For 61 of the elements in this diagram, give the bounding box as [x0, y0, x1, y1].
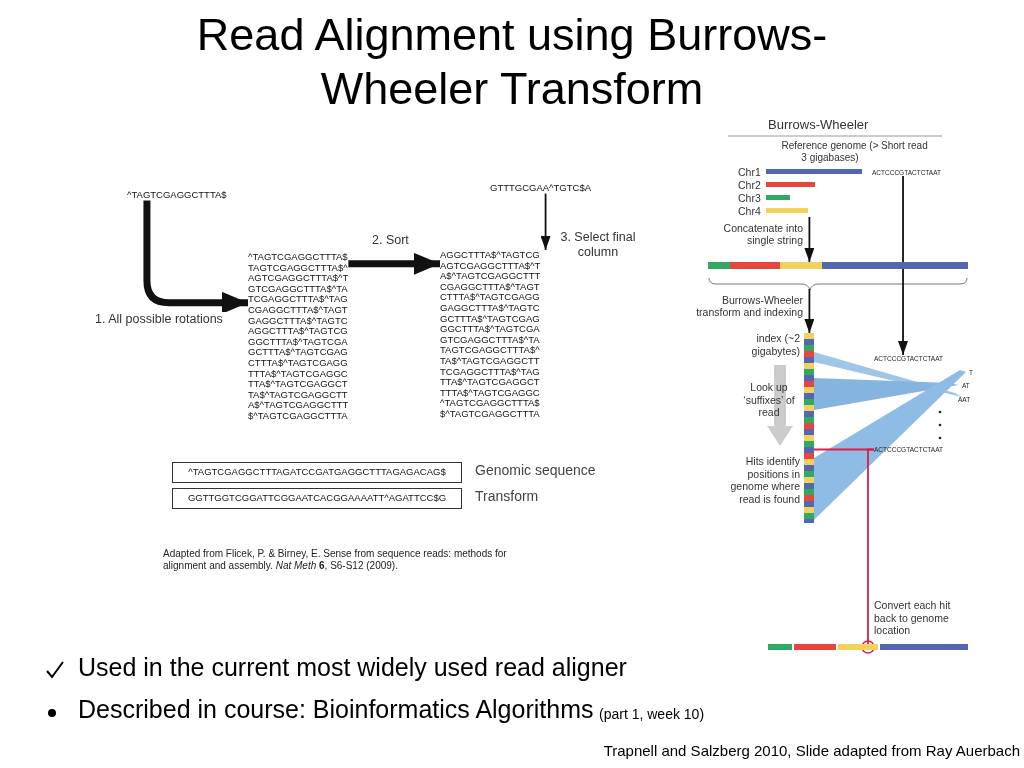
sequence-text: ^TAGTCGAGGCTTTA$ [127, 190, 227, 201]
sequence-text: A$^TAGTCGAGGCTTT [248, 400, 349, 411]
sequence-text: GGCTTTA$^TAGTCGA [248, 336, 349, 348]
sequence-text: TTA$^TAGTCGAGGCT [248, 379, 349, 390]
sequence-text: TTTA$^TAGTCGAGGC [248, 368, 349, 380]
sequence-box: GGTTGGTCGGATTCGGAATCACGGAAAATT^AGATTCC$G [172, 488, 462, 509]
bullet-text: Used in the current most widely used read aligner [78, 653, 627, 682]
citation-text: Adapted from Flicek, P. & Birney, E. Sense from sequence reads: methods for alignment and assembly. Nat Meth 6, S6-S12 (2009). [163, 548, 508, 572]
sequence-text: AGTCGAGGCTTTA$^T [248, 273, 349, 284]
chromosome-label: Chr4 [738, 205, 761, 217]
arrow [898, 175, 909, 356]
arrow [540, 192, 551, 251]
arrow [804, 216, 815, 263]
chromosome-bars [766, 169, 862, 213]
caption-text: index (~2 gigabytes) [750, 332, 800, 357]
sequence-text: GTCGAGGCTTTA$^TA [440, 334, 541, 346]
connector-line [861, 448, 875, 654]
sequence-text: AGGCTTTA$^TAGTCG [248, 326, 349, 337]
slide-title: Read Alignment using Burrows-Wheeler Transform [195, 8, 829, 116]
sequence-text: A$^TAGTCGAGGCTTT [440, 271, 541, 282]
sequence-text: AGGCTTTA$^TAGTCG [440, 250, 541, 261]
concatenated-genome-bar [708, 262, 968, 269]
sequence-text: ^TAGTCGAGGCTTTA$ [248, 252, 349, 263]
arrow [804, 288, 815, 334]
step-text: Convert each hit back to genome location [874, 599, 952, 637]
sequence-text: TA$^TAGTCGAGGCTT [248, 389, 349, 401]
sequence-text: $^TAGTCGAGGCTTTA [440, 408, 541, 420]
sequence-text: TAGTCGAGGCTTTA$^ [248, 262, 349, 274]
sequence-box: ^TAGTCGAGGCTTTAGATCCGATGAGGCTTTAGAGACAG$ [172, 462, 462, 483]
sequence-text: TCGAGGCTTTA$^TAG [248, 294, 349, 305]
index-bar [804, 333, 814, 523]
credit-text: Trapnell and Salzberg 2010, Slide adapted from Ray Auerbach [602, 742, 1020, 759]
sequence-text: ^TAGTCGAGGCTTTA$ [440, 398, 541, 409]
sequence-text: CTTTA$^TAGTCGAGG [248, 357, 349, 369]
sequence-text: TCGAGGCTTTA$^TAG [440, 366, 541, 378]
sequence-text: GTCGAGGCTTTA$^TA [248, 283, 349, 295]
genome-bar [768, 644, 968, 650]
sequence-text: CGAGGCTTTA$^TAGT [440, 281, 541, 293]
sequence-text: GCTTTA$^TAGTCGAG [248, 347, 349, 358]
caption-text: Genomic sequence [475, 462, 596, 478]
caption-text: Look up ‘suffixes’ of read [742, 381, 796, 419]
sequence-text: TA$^TAGTCGAGGCTT [440, 355, 541, 367]
sequence-text: GAGGCTTTA$^TAGTC [248, 315, 349, 327]
sequence-text: GGCTTTA$^TAGTCGA [440, 324, 541, 335]
sequence-text: GAGGCTTTA$^TAGTC [440, 302, 541, 314]
sequence-text: GCTTTA$^TAGTCGAG [440, 313, 541, 325]
sequence-text: CTTTA$^TAGTCGAGG [440, 292, 541, 303]
caption-text: Hits identify positions in genome where read is found [729, 455, 800, 505]
bullet-text: Described in course: Bioinformatics Algorithms [78, 695, 594, 724]
sequence-text: GTTTGCGAA^TGTC$A [490, 183, 592, 194]
sequence-text: TTA$^TAGTCGAGGCT [440, 377, 541, 388]
sequence-text: TTTA$^TAGTCGAGGC [440, 387, 541, 399]
sequence-text: CGAGGCTTTA$^TAGT [248, 304, 349, 316]
sequence-text: AGTCGAGGCTTTA$^T [440, 260, 541, 272]
caption-text: Transform [475, 488, 539, 504]
sequence-text: $^TAGTCGAGGCTTTA [248, 410, 349, 422]
column-heading: Short read [881, 140, 928, 151]
panel-heading: Burrows-Wheeler [768, 117, 869, 132]
connector-line [813, 448, 875, 451]
note-text: (part 1, week 10) [599, 706, 705, 722]
sequence-text: TAGTCGAGGCTTTA$^ [440, 345, 541, 356]
